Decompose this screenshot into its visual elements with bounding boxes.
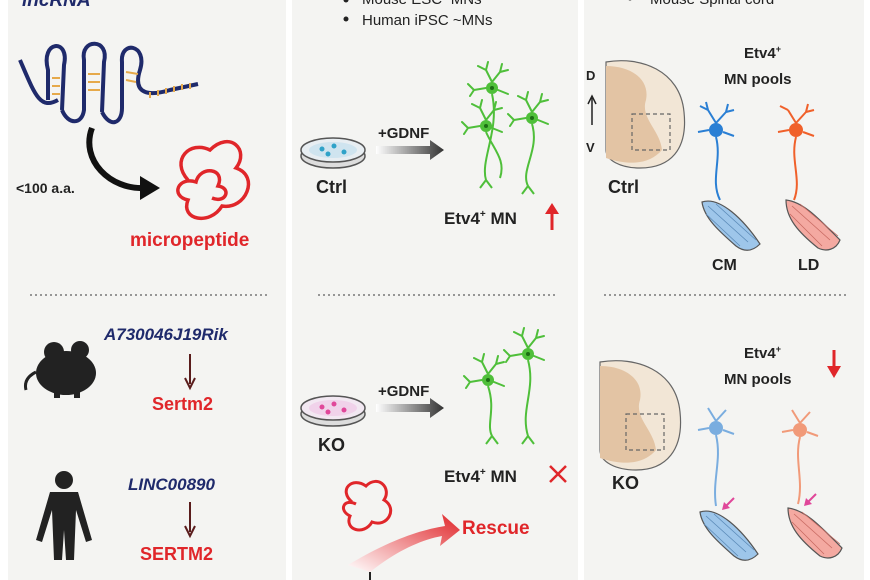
ctrl-pools-line2: MN pools [724, 71, 792, 88]
translation-arrow [86, 126, 160, 200]
micropeptide-label: micropeptide [130, 230, 249, 251]
ko-cm-neuron-icon [697, 407, 735, 507]
ko-gdnf-label: +GDNF [378, 383, 429, 400]
ko-spinal-cord-icon [599, 360, 682, 471]
ko-pools-line1: Etv4+ [744, 344, 781, 362]
lncrna-heading: lncRNA [22, 0, 91, 11]
ko-down-arrow-icon [827, 350, 841, 378]
ctrl-spinal-cord-icon [605, 60, 686, 169]
ctrl-cm-label: CM [712, 257, 737, 274]
bullet-human-ipsc: Human iPSC ~MNs [362, 12, 492, 29]
lncrna-structure-icon [18, 41, 199, 124]
ctrl-dish-icon [300, 137, 366, 169]
mouse-gene-label: A730046J19Rik [103, 325, 229, 344]
ctrl-dish-label: Ctrl [316, 177, 347, 197]
ko-outcome-label: Etv4+ MN [444, 467, 517, 486]
bullet-spinal-cord: Mouse Spinal cord [650, 0, 774, 8]
ctrl-cord-label: Ctrl [608, 177, 639, 197]
micropeptide-icon [176, 140, 251, 221]
ko-ld-neuron-icon [781, 409, 819, 505]
human-icon [36, 471, 92, 560]
rescue-peptide-icon [341, 479, 393, 532]
middle-panel-bg [292, 0, 578, 580]
ctrl-ld-neuron-icon [777, 103, 815, 201]
left-panel-bg [8, 0, 286, 580]
ko-gdnf-arrow [376, 398, 444, 418]
ko-cord-label: KO [612, 473, 639, 493]
mouse-icon [24, 341, 96, 398]
ctrl-cm-neuron-icon [697, 101, 735, 201]
ctrl-pools-line1: Etv4+ [744, 44, 781, 62]
length-label: <100 a.a. [16, 180, 75, 196]
ctrl-gdnf-arrow [376, 140, 444, 160]
ko-cross-icon [549, 465, 567, 483]
ctrl-ld-label: LD [798, 257, 819, 274]
ctrl-neurons-icon [461, 61, 549, 195]
bullet-mouse-esc: Mouse ESC~MNs [362, 0, 482, 8]
mouse-peptide-label: Sertm2 [152, 394, 213, 414]
human-peptide-label: SERTM2 [140, 544, 213, 564]
ctrl-outcome-label: Etv4+ MN [444, 209, 517, 228]
ko-pools-line2: MN pools [724, 371, 792, 388]
ko-neurons-icon [463, 327, 545, 445]
ko-dish-icon [300, 395, 366, 427]
ctrl-gdnf-label: +GDNF [378, 125, 429, 142]
ko-dish-label: KO [318, 435, 345, 455]
rescue-label: Rescue [462, 518, 530, 539]
rescue-arrow [348, 514, 460, 572]
axis-ventral-label: V [586, 140, 595, 155]
human-gene-label: LINC00890 [128, 475, 215, 494]
ctrl-up-arrow-icon [545, 203, 559, 230]
axis-dorsal-label: D [586, 68, 595, 83]
